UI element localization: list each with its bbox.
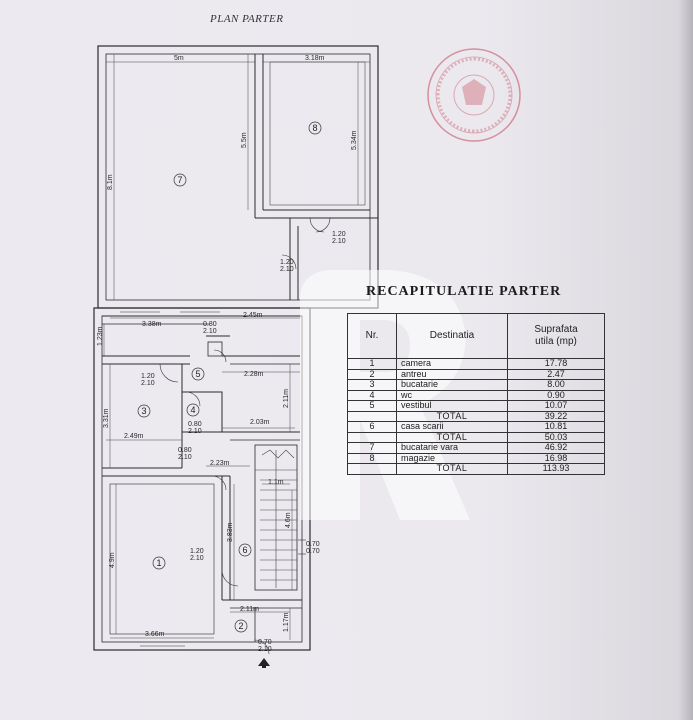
header-suprafata: Suprafata utila (mp): [507, 313, 605, 359]
row-nr: [347, 463, 397, 475]
row-suprafata: 2.47: [507, 368, 605, 380]
row-suprafata: 10.07: [507, 400, 605, 412]
dim-383: 3.83m: [227, 522, 234, 542]
row-destinatia: casa scarii: [396, 421, 508, 433]
row-suprafata: 50.03: [507, 431, 605, 443]
room-number-2: 2: [239, 621, 244, 631]
recap-title: RECAPITULATIE PARTER: [366, 284, 562, 299]
dim-117: 1.17m: [283, 612, 290, 632]
dim-room7-inner: 5.5m: [241, 132, 248, 148]
dim-249: 2.49m: [124, 433, 144, 440]
room-markers: 7 8 3 5 4 1 6 2: [137, 121, 322, 633]
dim-366: 3.66m: [145, 631, 165, 638]
dim-11: 1.1m: [268, 479, 284, 486]
dim-room8-height: 5.34m: [351, 130, 358, 150]
dim-228: 2.28m: [244, 371, 264, 378]
stair-treads: [255, 449, 297, 588]
row-suprafata: 8.00: [507, 379, 605, 391]
door-swings: [159, 217, 331, 655]
dim-211-vestibul: 2.11m: [283, 389, 290, 408]
dim-203: 2.03m: [250, 419, 270, 426]
row-destinatia: TOTAL: [396, 410, 508, 422]
dim-room7-height: 8.1m: [107, 174, 114, 190]
row-destinatia: bucatarie: [396, 379, 508, 391]
row-suprafata: 10.81: [507, 421, 605, 433]
room-number-8: 8: [313, 123, 318, 133]
dim-211-antreu: 2.11m: [240, 606, 259, 613]
row-destinatia: camera: [396, 358, 508, 370]
row-nr: 6: [347, 421, 397, 433]
entrance-arrow-icon: [258, 658, 270, 666]
row-destinatia: magazie: [396, 452, 508, 464]
row-suprafata: 39.22: [507, 410, 605, 422]
room-number-4: 4: [191, 405, 196, 415]
row-destinatia: antreu: [396, 368, 508, 380]
row-destinatia: vestibul: [396, 400, 508, 412]
recap-header-row: Nr. Destinatia Suprafata utila (mp): [347, 313, 605, 359]
room-number-3: 3: [142, 406, 147, 416]
row-suprafata: 16.98: [507, 452, 605, 464]
dimension-lines: [103, 54, 370, 640]
room-number-5: 5: [196, 369, 201, 379]
dim-46: 4.6m: [285, 512, 292, 528]
row-nr: 7: [347, 442, 397, 454]
header-nr: Nr.: [347, 313, 397, 359]
row-destinatia: bucatarie vara: [396, 442, 508, 454]
dim-49: 4.9m: [109, 552, 116, 568]
row-destinatia: TOTAL: [396, 431, 508, 443]
page-edge-shadow: [678, 0, 693, 720]
row-suprafata: 113.93: [507, 463, 605, 475]
dim-245: 2.45m: [243, 312, 263, 319]
row-nr: [347, 431, 397, 443]
dim-223: 2.23m: [210, 460, 230, 467]
row-nr: [347, 410, 397, 422]
official-stamp: [427, 48, 521, 142]
row-suprafata: 0.90: [507, 389, 605, 401]
row-suprafata: 17.78: [507, 358, 605, 370]
header-destinatia: Destinatia: [396, 313, 508, 359]
row-nr: 1: [347, 358, 397, 370]
room-number-7: 7: [178, 175, 183, 185]
row-nr: 3: [347, 379, 397, 391]
row-destinatia: wc: [396, 389, 508, 401]
room-number-1: 1: [157, 558, 162, 568]
dim-123: 1.23m: [97, 326, 104, 346]
row-nr: 4: [347, 389, 397, 401]
dim-338: 3.38m: [142, 321, 162, 328]
room-number-6: 6: [243, 545, 248, 555]
row-nr: 2: [347, 368, 397, 380]
dim-331: 3.31m: [103, 408, 110, 428]
plan-title: PLAN PARTER: [209, 13, 283, 25]
dim-room7-width: 5m: [174, 55, 184, 62]
row-nr: 8: [347, 452, 397, 464]
row-nr: 5: [347, 400, 397, 412]
window-marks: [120, 311, 306, 651]
row-suprafata: 46.92: [507, 442, 605, 454]
row-destinatia: TOTAL: [396, 463, 508, 475]
dim-room8-width: 3.18m: [305, 55, 325, 62]
